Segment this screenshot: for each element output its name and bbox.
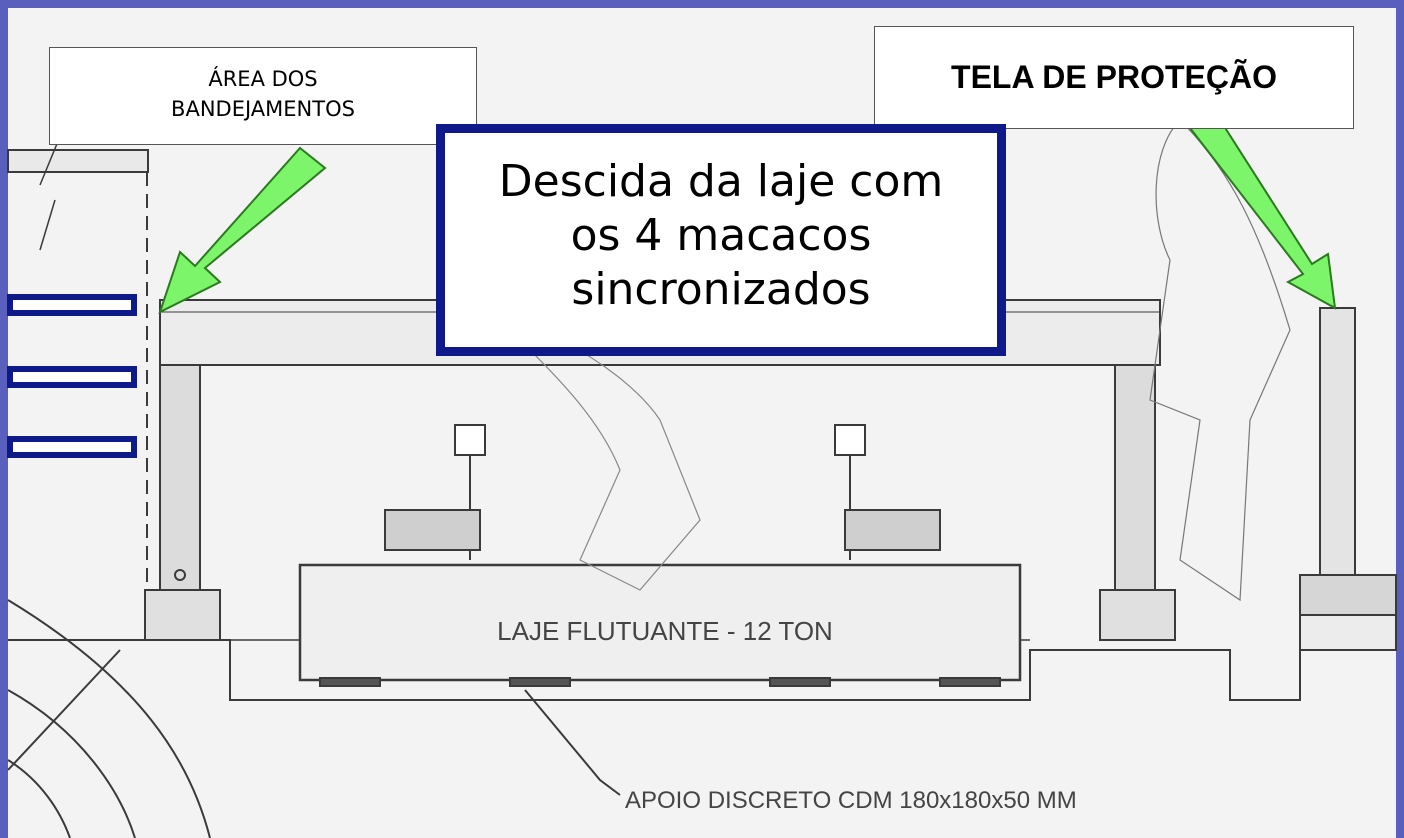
- band-bar-3: [7, 436, 137, 458]
- slab-label: LAJE FLUTUANTE - 12 TON: [497, 616, 833, 646]
- arrow-tela: [1188, 110, 1337, 310]
- support-label: APOIO DISCRETO CDM 180x180x50 MM: [625, 787, 1077, 814]
- arrow-bandejamentos: [158, 146, 327, 314]
- diagonal-line: [7, 649, 121, 771]
- support-pad-4: [939, 677, 1001, 687]
- jack-right-head: [834, 424, 866, 456]
- support-leader: [524, 689, 621, 796]
- support-pad-1: [319, 677, 381, 687]
- jack-left-head: [454, 424, 486, 456]
- floating-slab: [298, 563, 1022, 682]
- ground-line: [8, 639, 1396, 701]
- arc-curve-3: [7, 759, 71, 838]
- callout-tela-text: TELA DE PROTEÇÃO: [951, 59, 1277, 95]
- left-column: [159, 364, 201, 591]
- callout-main-description: Descida da laje com os 4 macacos sincron…: [436, 124, 1006, 356]
- left-column-base: [144, 589, 221, 641]
- jack-machine-right: [844, 509, 941, 551]
- callout-area-line1: ÁREA DOS: [208, 67, 318, 91]
- left-wall-cap: [7, 149, 149, 173]
- callout-area-line2: BANDEJAMENTOS: [171, 97, 355, 121]
- worker-figure-right: [1149, 119, 1291, 602]
- band-bar-1: [7, 294, 137, 316]
- protection-base: [1299, 574, 1397, 616]
- pointer-line: [39, 199, 56, 251]
- callout-main-line2: os 4 macacos: [570, 210, 872, 261]
- right-column: [1114, 364, 1156, 591]
- band-bar-2: [7, 366, 137, 388]
- support-pad-3: [769, 677, 831, 687]
- support-pad-2: [509, 677, 571, 687]
- callout-area-bandejamentos: ÁREA DOS BANDEJAMENTOS: [49, 47, 477, 145]
- arc-curve-1: [7, 599, 211, 838]
- right-column-base: [1099, 589, 1176, 641]
- jack-machine-left: [384, 509, 481, 551]
- worker-figure-center: [519, 339, 701, 591]
- arc-curve-2: [7, 689, 136, 838]
- callout-main-line3: sincronizados: [571, 264, 871, 315]
- protection-screen-post: [1319, 307, 1356, 609]
- callout-main-line1: Descida da laje com: [498, 156, 944, 207]
- callout-tela-protecao: TELA DE PROTEÇÃO: [874, 26, 1354, 129]
